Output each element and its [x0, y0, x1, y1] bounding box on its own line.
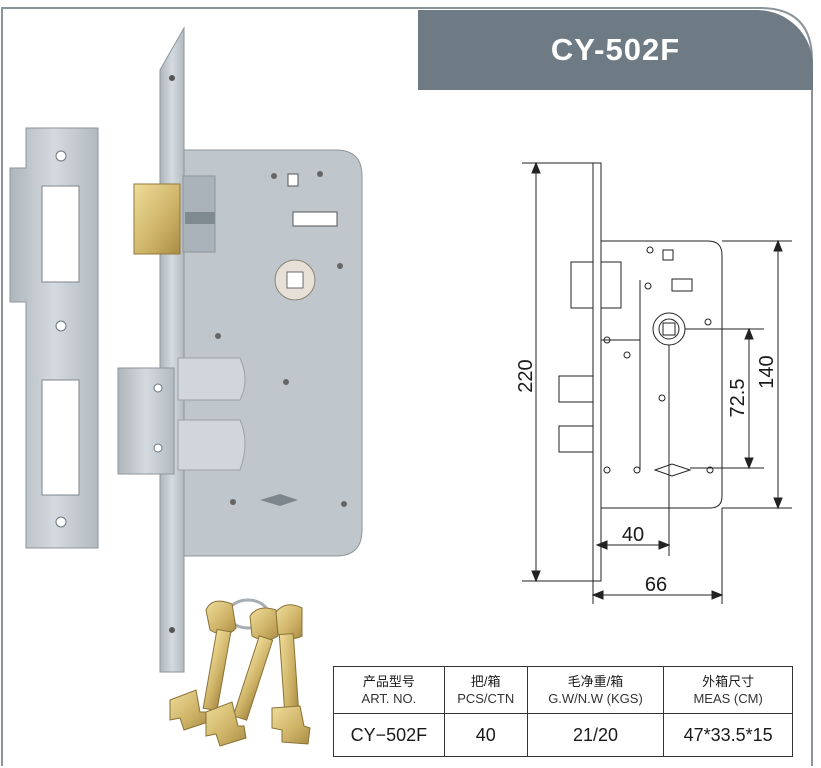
dead-bolt [117, 367, 175, 475]
cell-pcs-ctn: 40 [443, 713, 528, 757]
header-zh: 产品型号 [362, 674, 415, 689]
spec-table-header-row: 产品型号 ART. NO. 把/箱 PCS/CTN 毛净重/箱 G.W/N.W … [333, 666, 793, 714]
header-cell-art-no: 产品型号 ART. NO. [333, 666, 445, 714]
spec-table: 产品型号 ART. NO. 把/箱 PCS/CTN 毛净重/箱 G.W/N.W … [333, 666, 793, 757]
header-en: ART. NO. [361, 691, 417, 706]
dim-case-height: 140 [756, 355, 778, 388]
header-zh: 外箱尺寸 [702, 674, 755, 689]
lock-case [177, 149, 363, 557]
dim-case-depth: 66 [645, 574, 667, 596]
header-cell-meas: 外箱尺寸 MEAS (CM) [663, 666, 793, 714]
cell-meas: 47*33.5*15 [663, 713, 793, 757]
header-en: G.W/N.W (KGS) [548, 691, 643, 706]
header-en: PCS/CTN [457, 691, 515, 706]
header-cell-weight: 毛净重/箱 G.W/N.W (KGS) [526, 666, 665, 714]
header-tab [418, 10, 813, 90]
dim-backset: 40 [622, 524, 644, 546]
header-en: MEAS (CM) [693, 691, 763, 706]
dimension-lines [522, 161, 792, 604]
cell-art-no: CY−502F [333, 713, 445, 757]
dim-overall-height: 220 [515, 359, 537, 392]
latch-bolt [133, 183, 181, 255]
table-row: CY−502F 40 21/20 47*33.5*15 [333, 713, 793, 757]
model-title: CY-502F [550, 32, 681, 67]
cell-weight: 21/20 [526, 713, 665, 757]
header-cell-pcs-ctn: 把/箱 PCS/CTN [443, 666, 528, 714]
strike-plate [9, 127, 99, 549]
dim-center-distance: 72.5 [727, 379, 749, 418]
header-zh: 把/箱 [470, 674, 501, 689]
keys [169, 598, 311, 747]
header-zh: 毛净重/箱 [567, 674, 624, 689]
